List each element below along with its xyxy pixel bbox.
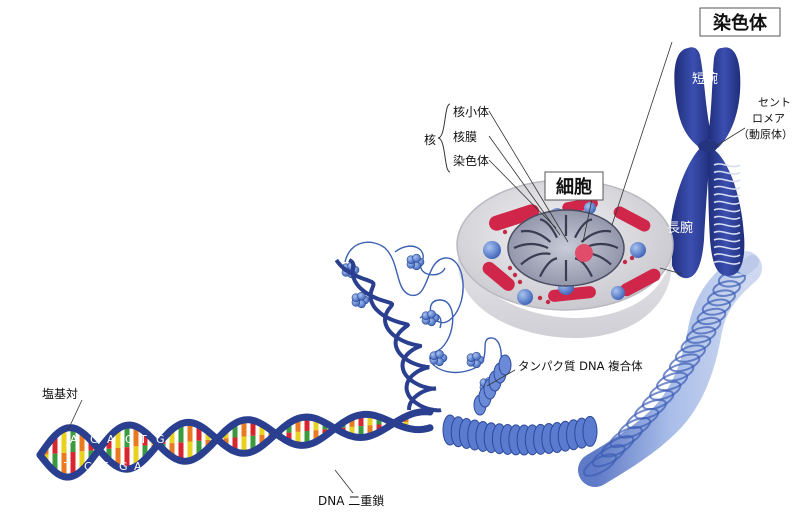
cell: [456, 179, 674, 338]
backbone-strand-2: [36, 408, 434, 473]
chromatin-fiber: [578, 251, 762, 487]
chromosome-title: 染色体: [712, 12, 768, 34]
base-top-3: C: [125, 433, 133, 446]
base-bottom-0: T: [63, 460, 71, 473]
cell-title: 細胞: [556, 176, 592, 198]
base-top-4: T: [139, 433, 147, 446]
dna-double-helix-label: DNA 二重鎖: [318, 493, 384, 508]
base-bottom-5: C: [150, 460, 158, 473]
chromosome-title-box: 染色体: [699, 7, 781, 37]
long-arm-label: 長腕: [667, 220, 693, 236]
base-bottom-4: A: [134, 460, 142, 473]
chromosome: [669, 47, 745, 279]
fiber-coils: [583, 261, 752, 477]
centromere-label-2: ロメア: [752, 112, 785, 125]
nucleus-brace: [437, 103, 451, 173]
base-top-5: G: [156, 433, 165, 446]
nucleus-label: 核: [424, 133, 436, 147]
nucleus: [507, 209, 625, 287]
mitochondria: [482, 197, 661, 302]
nucleolus-shape: [575, 244, 593, 262]
protein-dna-complex-label: タンパク質 DNA 複合体: [518, 359, 643, 373]
base-top-1: G: [90, 433, 99, 446]
base-top-2: A: [107, 433, 115, 446]
chromosome-unwound-texture: [713, 163, 741, 265]
helix-continuation: [334, 258, 442, 413]
supercoiled-dna: [442, 354, 598, 456]
cell-title-box: 細胞: [544, 171, 604, 201]
dna-double-helix: [36, 258, 442, 481]
centromere-label-3: （動原体）: [738, 127, 793, 141]
backbone-strand-1: [36, 410, 434, 481]
base-bottom-1: C: [84, 460, 92, 473]
base-bottom-3: G: [119, 460, 128, 473]
nucleolus-label: 核小体: [453, 105, 489, 119]
nuclear-membrane-label: 核膜: [453, 130, 477, 144]
short-arm-label: 短腕: [692, 71, 718, 87]
base-bottom-2: T: [100, 460, 108, 473]
centromere-label-1: セント: [758, 96, 791, 109]
nuclear-folds: [513, 215, 619, 281]
base-top-0: A: [70, 433, 78, 446]
base-pair-label: 塩基対: [42, 386, 78, 401]
chromatin-label: 染色体: [453, 153, 489, 168]
